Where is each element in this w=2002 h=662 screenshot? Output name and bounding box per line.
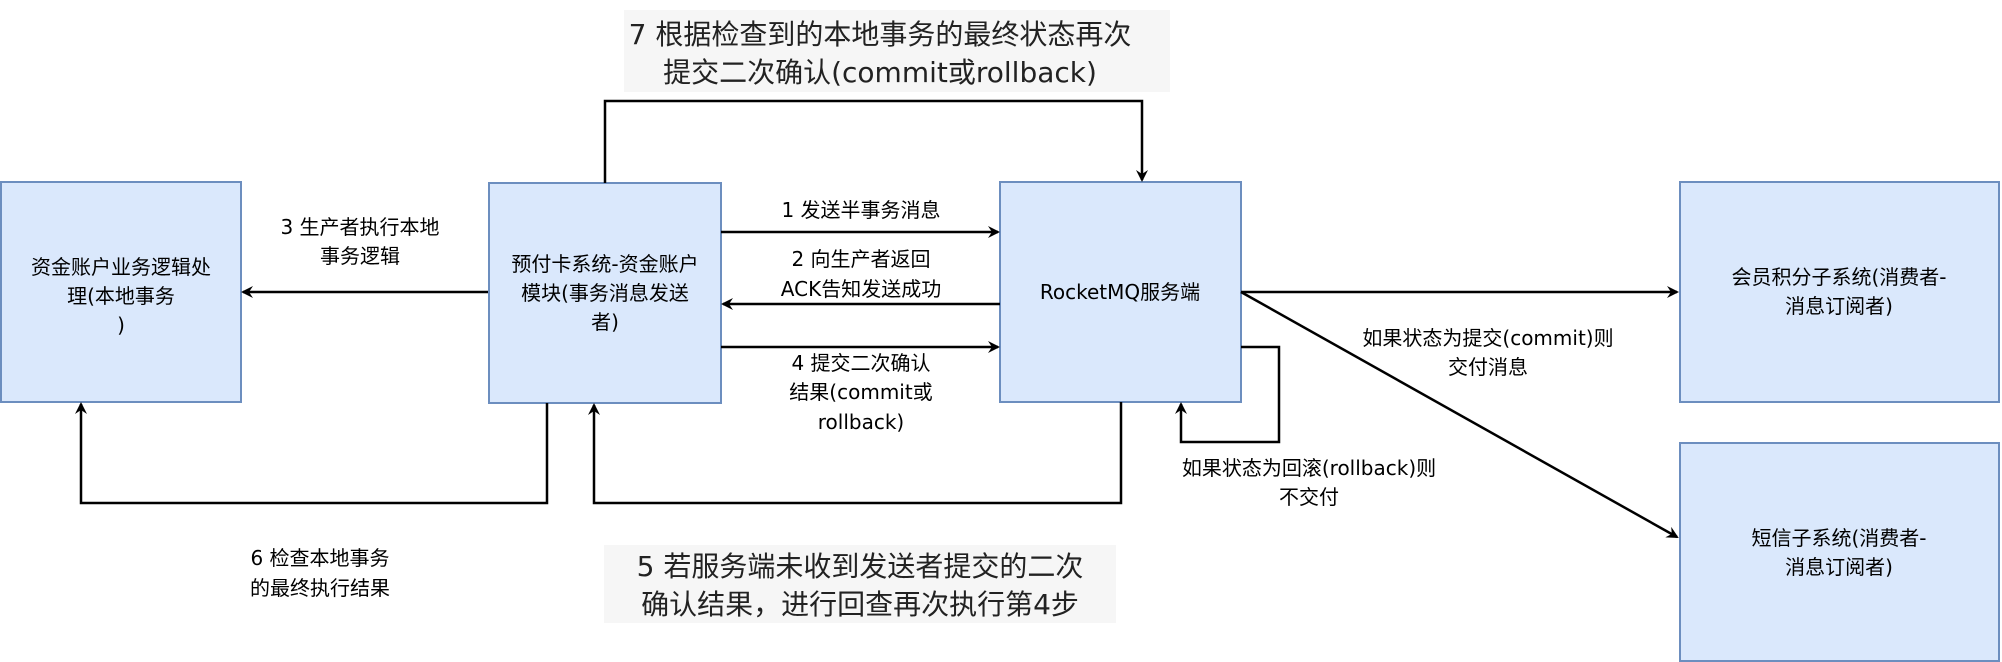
node-label: 模块(事务消息发送: [521, 281, 689, 305]
svg-text:3 生产者执行本地: 3 生产者执行本地: [280, 215, 439, 239]
node-label: RocketMQ服务端: [1040, 280, 1200, 304]
edge-deliver-sms: [1240, 290, 1679, 539]
label-step5: 5 若服务端未收到发送者提交的二次 确认结果，进行回查再次执行第4步: [604, 545, 1116, 623]
node-producer[interactable]: 预付卡系统-资金账户 模块(事务消息发送 者): [488, 182, 722, 404]
svg-text:确认结果，进行回查再次执行第4步: 确认结果，进行回查再次执行第4步: [641, 588, 1079, 621]
edge-step5: [588, 402, 1123, 505]
label-step2: 2 向生产者返回 ACK告知发送成功: [781, 247, 941, 301]
svg-text:2 向生产者返回: 2 向生产者返回: [791, 247, 930, 271]
label-step3: 3 生产者执行本地 事务逻辑: [280, 215, 439, 268]
label-step1: 1 发送半事务消息: [781, 198, 940, 222]
node-label: 会员积分子系统(消费者-: [1731, 265, 1946, 289]
label-step6: 6 检查本地事务 的最终执行结果: [250, 546, 390, 600]
svg-text:rollback): rollback): [818, 410, 904, 434]
svg-text:结果(commit或: 结果(commit或: [789, 380, 932, 404]
svg-text:不交付: 不交付: [1279, 485, 1339, 509]
svg-text:ACK告知发送成功: ACK告知发送成功: [781, 277, 941, 301]
node-label: 资金账户业务逻辑处: [31, 255, 211, 279]
node-rocketmq-broker[interactable]: RocketMQ服务端: [999, 181, 1242, 403]
label-step7: 7 根据检查到的本地事务的最终状态再次 提交二次确认(commit或rollba…: [624, 10, 1170, 92]
svg-text:如果状态为回滚(rollback)则: 如果状态为回滚(rollback)则: [1182, 456, 1436, 480]
node-points-consumer[interactable]: 会员积分子系统(消费者- 消息订阅者): [1679, 181, 2000, 403]
label-step4: 4 提交二次确认 结果(commit或 rollback): [789, 351, 932, 434]
label-commit: 如果状态为提交(commit)则 交付消息: [1362, 326, 1613, 379]
svg-text:6 检查本地事务: 6 检查本地事务: [250, 546, 389, 570]
node-label: 消息订阅者): [1785, 555, 1893, 579]
svg-text:事务逻辑: 事务逻辑: [320, 244, 400, 268]
node-label: 者): [591, 310, 619, 334]
svg-text:7 根据检查到的本地事务的最终状态再次: 7 根据检查到的本地事务的最终状态再次: [629, 18, 1132, 51]
svg-text:交付消息: 交付消息: [1448, 355, 1528, 379]
node-local-transaction[interactable]: 资金账户业务逻辑处 理(本地事务 ): [0, 181, 242, 403]
svg-text:的最终执行结果: 的最终执行结果: [250, 576, 390, 600]
node-label: ): [117, 313, 125, 337]
label-rollback: 如果状态为回滚(rollback)则 不交付: [1182, 456, 1436, 509]
svg-text:1 发送半事务消息: 1 发送半事务消息: [781, 198, 940, 222]
svg-text:4 提交二次确认: 4 提交二次确认: [791, 351, 930, 375]
node-label: 预付卡系统-资金账户: [511, 252, 698, 276]
node-label: 短信子系统(消费者-: [1751, 526, 1926, 550]
node-label: 理(本地事务: [67, 284, 175, 308]
edge-step7: [603, 99, 1148, 183]
edge-step6: [75, 402, 549, 505]
node-label: 消息订阅者): [1785, 294, 1893, 318]
svg-text:5 若服务端未收到发送者提交的二次: 5 若服务端未收到发送者提交的二次: [637, 550, 1084, 583]
edge-rollback-loop: [1175, 345, 1281, 444]
svg-text:提交二次确认(commit或rollback): 提交二次确认(commit或rollback): [663, 56, 1097, 89]
svg-text:如果状态为提交(commit)则: 如果状态为提交(commit)则: [1362, 326, 1613, 350]
node-sms-consumer[interactable]: 短信子系统(消费者- 消息订阅者): [1679, 442, 2000, 662]
